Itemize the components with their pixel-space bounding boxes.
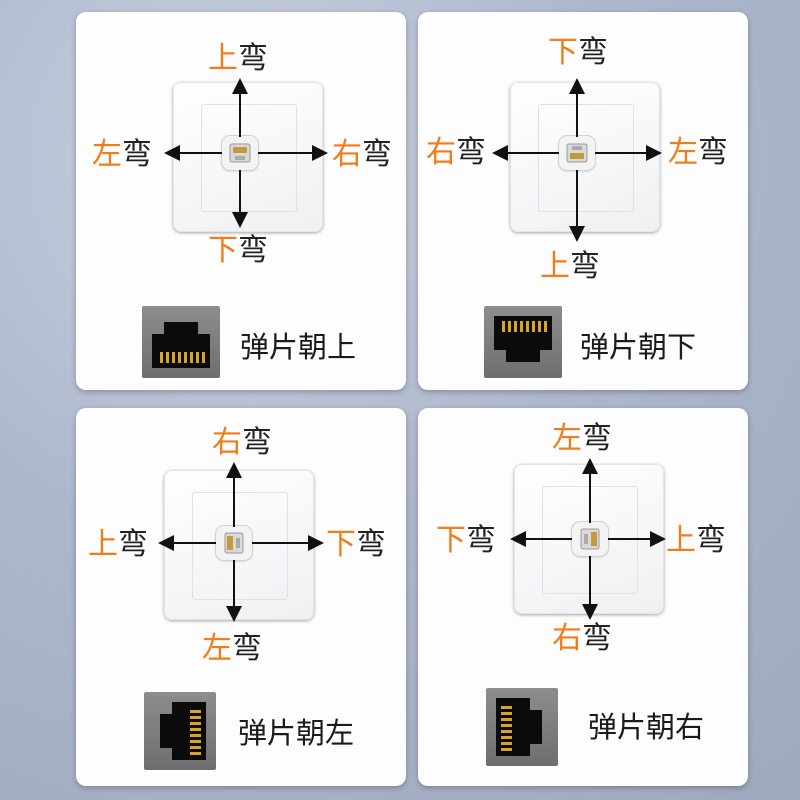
card-pins-right: 左弯 下弯 上弯 右弯 弹片朝右 (418, 408, 748, 786)
rj45-port-pins-up-icon (142, 306, 220, 378)
card-pins-down: 下弯 右弯 左弯 上弯 弹片朝下 (418, 12, 748, 390)
label-bottom: 左弯 (202, 631, 262, 666)
caption: 弹片朝下 (580, 330, 697, 364)
card-pins-left: 右弯 上弯 下弯 左弯 弹片朝左 (76, 408, 406, 786)
rj45-jack-icon (216, 526, 252, 560)
label-right: 左弯 (668, 135, 728, 170)
label-left: 上弯 (88, 527, 148, 562)
rj45-jack-icon (222, 136, 258, 170)
rj45-port-pins-left-icon (144, 692, 216, 770)
label-top: 左弯 (552, 421, 612, 456)
rj45-port-pins-down-icon (484, 306, 562, 378)
caption: 弹片朝左 (238, 716, 355, 750)
label-left: 左弯 (92, 137, 152, 172)
label-right: 下弯 (326, 527, 386, 562)
rj45-port-pins-right-icon (486, 688, 558, 766)
label-bottom: 右弯 (552, 621, 612, 656)
rj45-jack-icon (572, 522, 608, 556)
label-top: 上弯 (208, 41, 268, 76)
label-top: 下弯 (548, 35, 608, 70)
rj45-jack-icon (559, 136, 595, 170)
label-bottom: 上弯 (540, 249, 600, 284)
label-bottom: 下弯 (208, 233, 268, 268)
caption: 弹片朝上 (240, 330, 357, 364)
label-left: 下弯 (436, 523, 496, 558)
label-top: 右弯 (212, 425, 272, 460)
label-right: 右弯 (332, 137, 392, 172)
label-left: 右弯 (426, 135, 486, 170)
label-right: 上弯 (666, 523, 726, 558)
caption: 弹片朝右 (588, 710, 705, 744)
card-pins-up: 上弯 左弯 右弯 下弯 弹片朝上 (76, 12, 406, 390)
